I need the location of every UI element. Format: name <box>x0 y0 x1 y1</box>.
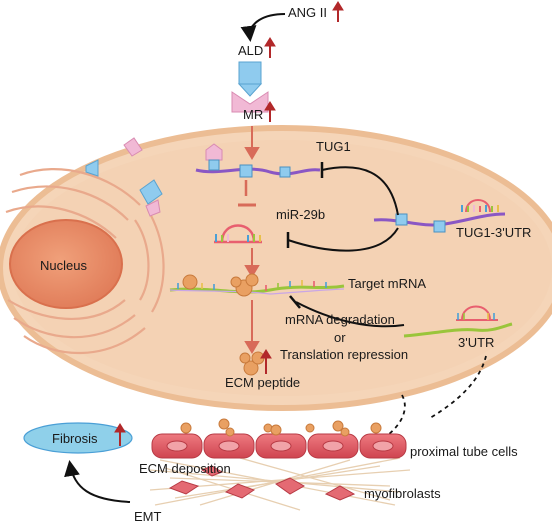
nucleus <box>9 219 123 309</box>
mirna-hairpin-upper <box>465 199 491 213</box>
label-or: or <box>334 330 346 345</box>
tug1-inhibit-mir29b <box>238 180 256 207</box>
label-ecm-peptide: ECM peptide <box>225 375 301 390</box>
ecm-peptide-blob <box>239 351 265 376</box>
fibrosis-ellipse <box>23 422 133 454</box>
label-3utr: 3'UTR <box>458 335 495 350</box>
pathway-arrows <box>244 126 260 354</box>
3utr-strand <box>403 305 513 338</box>
increase-arrows <box>114 1 344 446</box>
ecm-droplets <box>180 418 382 437</box>
label-ald: ALD <box>238 43 264 58</box>
label-ang-ii: ANG II <box>288 5 328 20</box>
label-mir29b: miR-29b <box>276 207 326 222</box>
label-emt: EMT <box>134 509 162 524</box>
label-translation-repression: Translation repression <box>280 347 409 362</box>
label-ecm-deposition: ECM deposition <box>139 461 231 476</box>
zoom-dashed-lines <box>387 355 487 436</box>
emt-to-fibrosis-arrow <box>64 460 131 503</box>
receptor-fragments <box>85 137 163 217</box>
label-fibrosis: Fibrosis <box>52 431 98 446</box>
target-mrna <box>169 273 345 297</box>
ang-to-ald-arrow <box>240 13 286 42</box>
proximal-tube-cells <box>151 433 407 459</box>
label-target-mrna: Target mRNA <box>348 276 427 291</box>
label-mr: MR <box>243 107 264 122</box>
ecm-fiber-mesh <box>149 457 411 511</box>
myofibroblast-cells <box>168 465 356 501</box>
label-myofibrolasts: myofibrolasts <box>364 486 441 501</box>
tug1-3utr-rna <box>373 212 506 233</box>
label-tug1: TUG1 <box>316 139 351 154</box>
label-proximal-tube-cells: proximal tube cells <box>410 444 518 459</box>
ald-receptor <box>231 61 269 113</box>
inhibition-arcs <box>286 162 405 328</box>
mir29b-hairpin <box>214 224 262 244</box>
label-nucleus: Nucleus <box>40 258 87 273</box>
endoplasmic-reticulum <box>5 168 165 355</box>
label-mrna-degradation: mRNA degradation <box>285 312 395 327</box>
tug1-rna <box>195 143 321 178</box>
label-tug1-3utr: TUG1-3'UTR <box>456 225 532 240</box>
